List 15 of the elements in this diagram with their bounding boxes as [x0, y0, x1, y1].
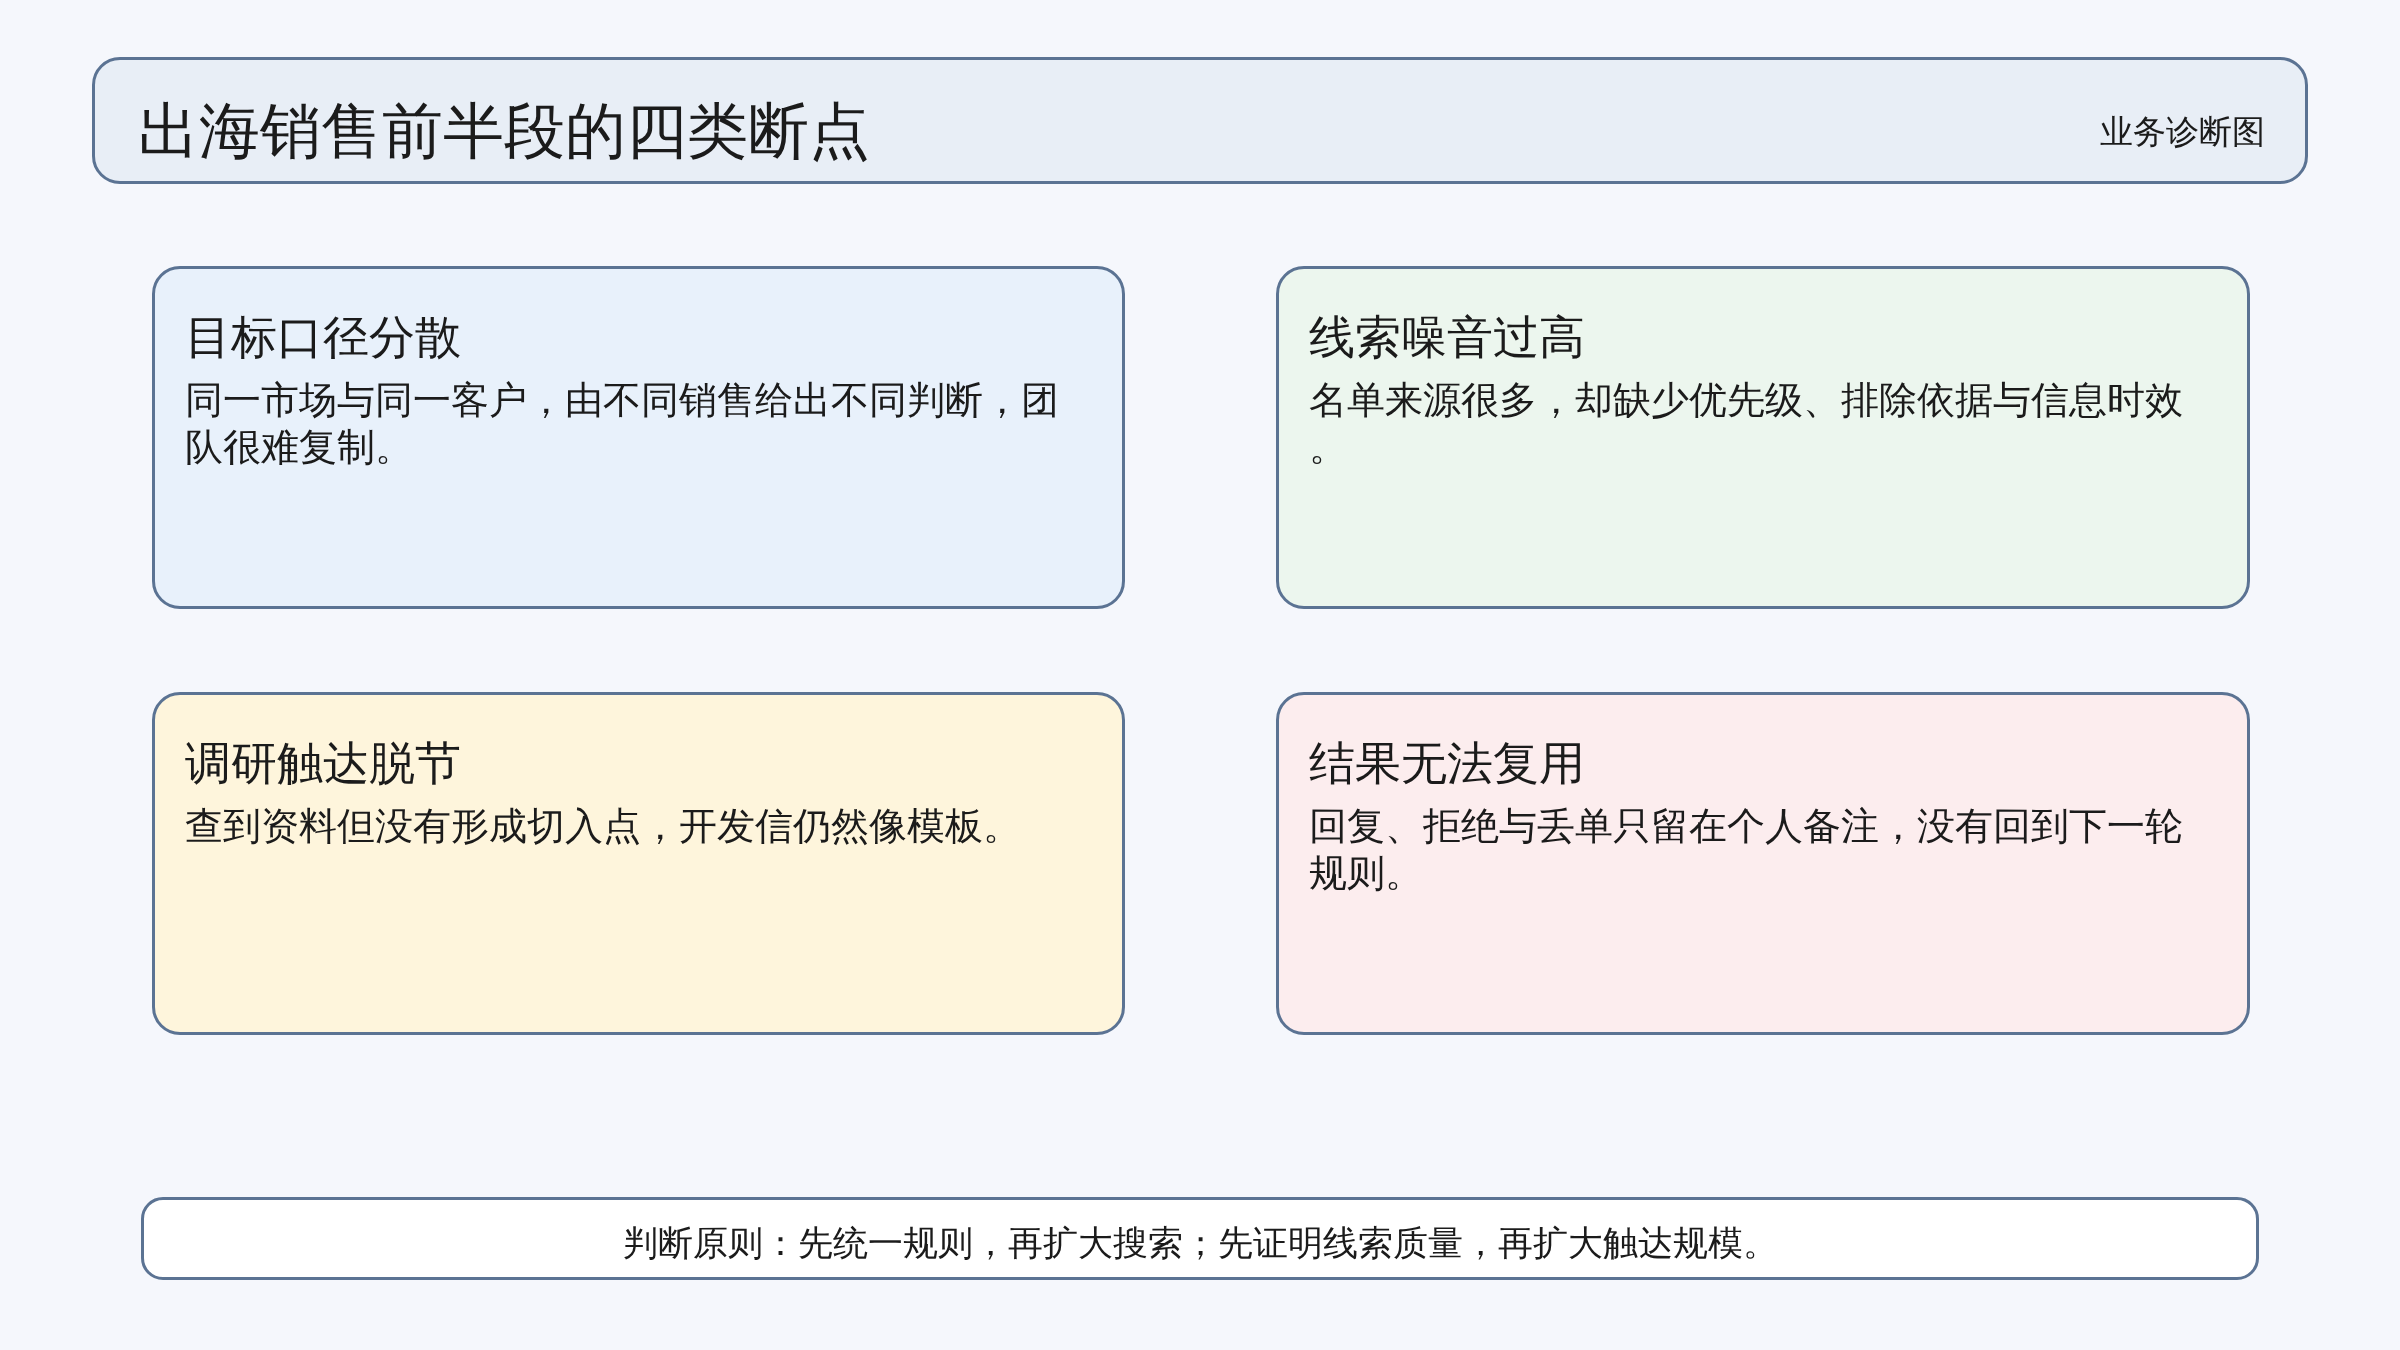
card-text: 名单来源很多，却缺少优先级、排除依据与信息时效。 — [1309, 378, 2184, 470]
card-text: 查到资料但没有形成切入点，开发信仍然像模板。 — [185, 804, 1021, 849]
card-heading: 调研触达脱节 — [185, 736, 461, 790]
page-title: 出海销售前半段的四类断点 — [138, 96, 870, 167]
subtitle: 业务诊断图 — [2100, 112, 2265, 152]
card-heading: 线索噪音过高 — [1309, 310, 1585, 364]
card-heading: 结果无法复用 — [1309, 736, 1585, 790]
card-text: 同一市场与同一客户，由不同销售给出不同判断，团队很难复制。 — [185, 378, 1060, 470]
issue-card — [152, 266, 1125, 609]
issue-card — [1276, 692, 2250, 1035]
principle-box: 判断原则：先统一规则，再扩大搜索；先证明线索质量，再扩大触达规模。 — [141, 1197, 2259, 1280]
card-heading: 目标口径分散 — [185, 310, 461, 364]
issue-card — [1276, 266, 2250, 609]
issue-card — [152, 692, 1125, 1035]
card-text: 回复、拒绝与丢单只留在个人备注，没有回到下一轮规则。 — [1309, 804, 2184, 896]
